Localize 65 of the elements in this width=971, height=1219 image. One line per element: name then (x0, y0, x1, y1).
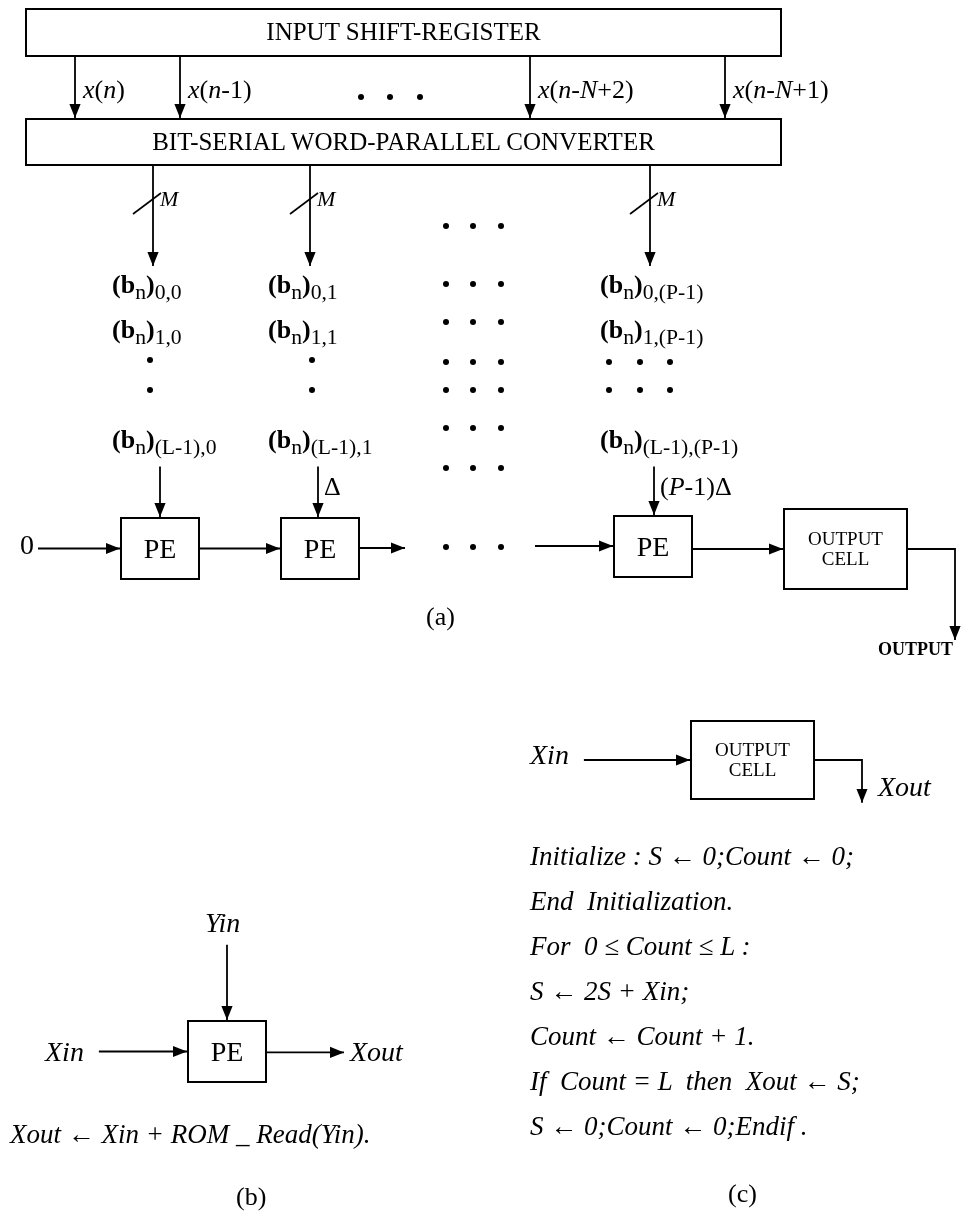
signal-label: Xin (530, 740, 569, 771)
code-line: Count ← Count + 1. (530, 1022, 755, 1052)
signal-label: Xin (45, 1037, 84, 1068)
output-signal-label: OUTPUT (878, 640, 953, 660)
arrow (814, 759, 868, 804)
bit-vector-label: (b$_{n}$)$_{(L-1),0}$ (112, 424, 217, 462)
converter-box: BIT-SERIAL WORD-PARALLEL CONVERTER (25, 118, 782, 166)
arrow (69, 56, 81, 119)
figure-caption: (a) (426, 603, 455, 632)
arrow (692, 543, 784, 555)
arrow (907, 548, 961, 641)
bit-vector-label: (b$_{n}$)$_{0,1}$ (268, 269, 339, 307)
arrow (359, 542, 406, 554)
equation-text: Xout ← Xin + ROM _ Read(Yin). (10, 1120, 371, 1150)
code-line: If Count = L then Xout ← S; (530, 1067, 860, 1097)
arrow (98, 1045, 188, 1058)
bit-vector-label: (b$_{n}$)$_{1,1}$ (268, 314, 339, 352)
figure-caption: (c) (728, 1180, 757, 1209)
code-line: For 0 ≤ Count ≤ L : (530, 932, 751, 962)
edge-label: M (160, 187, 179, 212)
processing-element-box: PE (187, 1020, 267, 1083)
code-line: S ← 0;Count ← 0;Endif . (530, 1112, 808, 1142)
code-line: End Initialization. (530, 887, 734, 917)
code-line: Initialize : S ← 0;Count ← 0; (530, 842, 854, 872)
figure-caption: (b) (236, 1183, 267, 1212)
code-line: S ← 2S + Xin; (530, 977, 690, 1007)
arrow (37, 542, 121, 555)
processing-element-box: PE (120, 517, 200, 580)
input-value: 0 (20, 530, 34, 561)
arrow (648, 465, 660, 516)
arrow (266, 1046, 345, 1058)
arrow (312, 465, 324, 518)
arrow (199, 542, 281, 555)
arrow (304, 165, 316, 267)
processing-element-box: PE (613, 515, 693, 578)
edge-label: Δ (324, 473, 341, 502)
processing-element-box: PE (280, 517, 360, 580)
edge-label: (P-1)Δ (660, 473, 732, 502)
edge-label: x(n) (83, 76, 125, 105)
bit-vector-label: (b$_{n}$)$_{0,0}$ (112, 269, 183, 307)
output-cell-box: OUTPUT CELL (783, 508, 908, 590)
bit-vector-label: (b$_{n}$)$_{1,0}$ (112, 314, 183, 352)
edge-label: x(n-N+1) (733, 76, 829, 105)
signal-label: Yin (205, 908, 241, 939)
arrow (221, 943, 233, 1021)
edge-label: x(n-N+2) (538, 76, 634, 105)
bit-vector-label: (b$_{n}$)$_{(L-1),(P-1)}$ (600, 424, 739, 462)
register-box: INPUT SHIFT-REGISTER (25, 8, 782, 57)
arrow (147, 165, 159, 267)
arrow (719, 56, 731, 119)
output-cell-box: OUTPUT CELL (690, 720, 815, 800)
arrow (583, 754, 691, 766)
signal-label: Xout (350, 1037, 403, 1068)
arrow (644, 165, 656, 267)
bit-vector-label: (b$_{n}$)$_{0,(P-1)}$ (600, 269, 705, 307)
signal-label: Xout (878, 772, 931, 803)
arrow (154, 465, 166, 518)
arrow (534, 540, 614, 552)
edge-label: x(n-1) (188, 76, 252, 105)
bit-vector-label: (b$_{n}$)$_{(L-1),1}$ (268, 424, 373, 462)
arrow (174, 56, 186, 119)
edge-label: M (317, 187, 336, 212)
bit-vector-label: (b$_{n}$)$_{1,(P-1)}$ (600, 314, 705, 352)
edge-label: M (657, 187, 676, 212)
arrow (524, 56, 536, 119)
